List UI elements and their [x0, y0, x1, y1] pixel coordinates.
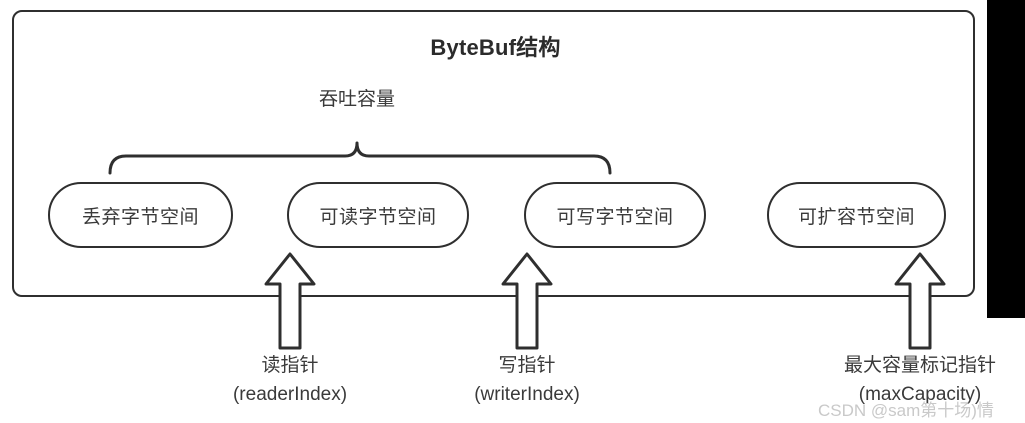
right-edge-black-band	[987, 0, 1025, 318]
page-title: ByteBuf结构	[430, 35, 561, 60]
up-arrow-icon-reader-index	[264, 252, 316, 350]
segment-box-expandable: 可扩容节空间	[767, 182, 946, 248]
pointer-caption-cn: 写指针	[498, 355, 556, 376]
pointer-caption-max-capacity: 最大容量标记指针 (maxCapacity)	[800, 352, 1025, 409]
pointer-caption-cn: 读指针	[261, 355, 319, 376]
segment-label: 可写字节空间	[556, 206, 674, 228]
up-arrow-icon-writer-index	[501, 252, 553, 350]
segment-label: 可扩容节空间	[797, 206, 915, 228]
pointer-caption-writer-index: 写指针 (writerIndex)	[427, 352, 627, 409]
curly-brace	[108, 141, 612, 175]
pointer-caption-cn: 最大容量标记指针	[843, 355, 996, 376]
up-arrow-icon-max-capacity	[894, 252, 946, 350]
segment-box-discarded: 丢弃字节空间	[48, 182, 233, 248]
segment-box-writable: 可写字节空间	[524, 182, 706, 248]
segment-label: 丢弃字节空间	[81, 206, 199, 228]
throughput-capacity-label: 吞吐容量	[318, 89, 395, 110]
pointer-caption-en: (readerIndex)	[232, 383, 348, 405]
bytebuf-container-box: ByteBuf结构	[12, 10, 975, 297]
segment-box-readable: 可读字节空间	[287, 182, 469, 248]
pointer-caption-en: (writerIndex)	[474, 383, 580, 405]
pointer-caption-en: (maxCapacity)	[858, 383, 982, 405]
segment-label: 可读字节空间	[319, 206, 437, 228]
pointer-caption-reader-index: 读指针 (readerIndex)	[190, 352, 390, 409]
